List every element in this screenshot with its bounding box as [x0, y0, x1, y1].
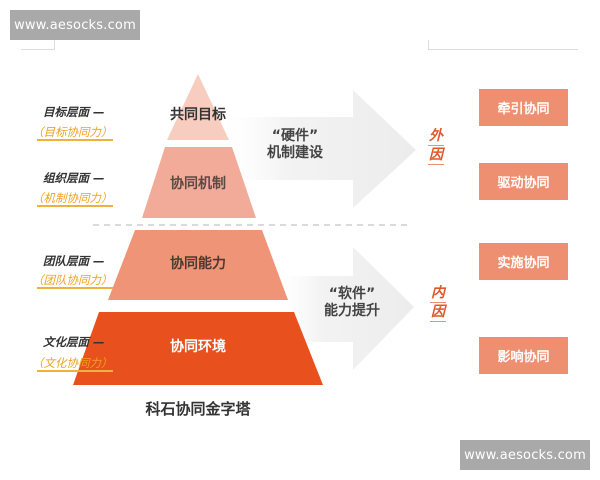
external-factor-label: 外 因: [428, 127, 444, 165]
sub-underline-team: [37, 287, 113, 289]
internal-factor-label: 内 因: [430, 284, 446, 322]
corner-bracket-right-horizontal: [428, 49, 578, 50]
mode-box-drive: 驱动协同: [479, 163, 568, 200]
layer-text-shared-goal: 共同目标: [170, 107, 226, 123]
layer-text-capability: 协同能力: [170, 256, 226, 272]
pyramid-layer-3: [108, 230, 288, 300]
internal-factor-char-1: 内: [430, 285, 446, 303]
layer-text-mechanism: 协同机制: [170, 176, 226, 192]
sub-label-culture: （文化协同力）: [32, 356, 113, 370]
hardware-arrow-label: “硬件” 机制建设: [267, 128, 323, 162]
pyramid-title: 科石协同金字塔: [145, 400, 251, 418]
software-arrow-shape: [270, 247, 414, 370]
sub-label-team: （团队协同力）: [32, 273, 113, 287]
layer-text-environment: 协同环境: [170, 339, 226, 355]
watermark-top-left: www.aesocks.com: [10, 10, 140, 40]
external-factor-char-1: 外: [428, 128, 444, 146]
software-arrow-label: “软件” 能力提升: [324, 286, 380, 320]
pyramid-layer-1: [167, 74, 229, 140]
sub-underline-goal: [37, 139, 113, 141]
pyramid-layer-4: [73, 312, 323, 385]
hardware-arrow-line1: “硬件”: [271, 128, 319, 144]
level-label-culture: 文化层面 —: [43, 335, 105, 349]
hardware-arrow-line2: 机制建设: [267, 145, 323, 161]
pyramid-layer-2: [142, 147, 256, 218]
external-factor-char-2: 因: [428, 147, 444, 165]
corner-bracket-left-vertical: [54, 40, 55, 50]
level-label-team: 团队层面 —: [43, 254, 105, 268]
corner-bracket-left-horizontal: [21, 49, 55, 50]
software-arrow-line2: 能力提升: [324, 303, 380, 319]
sub-underline-organization: [37, 205, 113, 207]
level-label-goal: 目标层面 —: [43, 105, 105, 119]
software-arrow-line1: “软件”: [328, 286, 376, 302]
sub-underline-culture: [37, 370, 113, 372]
mode-box-traction: 牵引协同: [479, 89, 568, 126]
internal-factor-char-2: 因: [430, 304, 446, 322]
sub-label-organization: （机制协同力）: [32, 191, 113, 205]
mode-box-influence: 影响协同: [479, 337, 568, 374]
watermark-bottom-right: www.aesocks.com: [460, 440, 590, 470]
corner-bracket-right-vertical: [428, 40, 429, 50]
mode-box-implementation: 实施协同: [479, 243, 568, 280]
sub-label-goal: （目标协同力）: [32, 125, 113, 139]
level-label-organization: 组织层面 —: [43, 171, 105, 185]
hardware-arrow-shape: [215, 90, 416, 208]
